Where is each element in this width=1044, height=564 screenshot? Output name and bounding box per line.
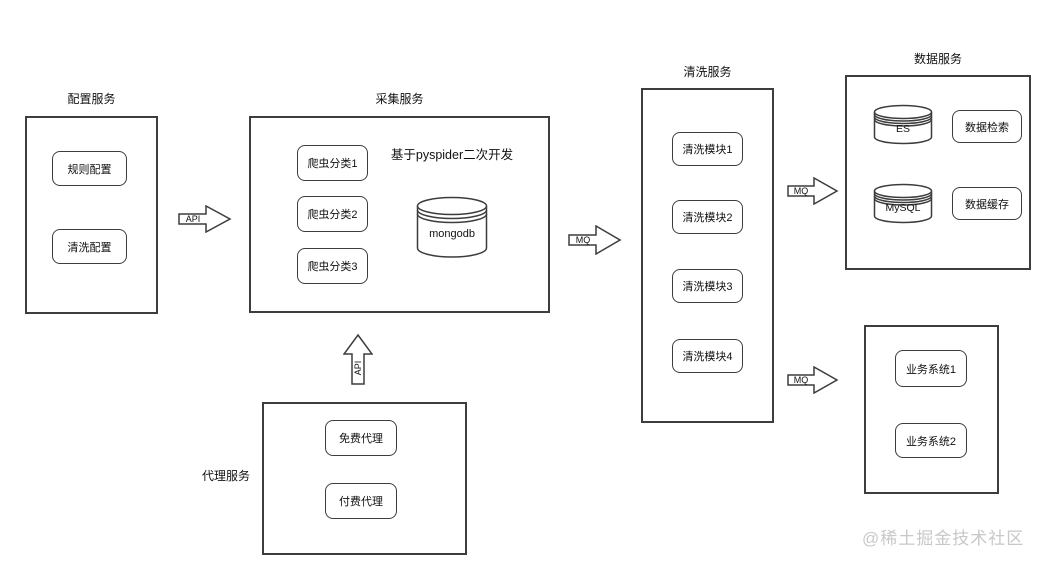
data-service-title: 数据服务 [913,52,962,66]
mq-arrow-clean-to-data: MQ [787,177,839,205]
node-spider-category-3: 爬虫分类3 [297,248,368,284]
config-service-box [25,116,158,314]
node-paid-proxy: 付费代理 [325,483,397,519]
mongodb-cylinder-icon: mongodb [416,196,488,258]
mq-arrow-label: MQ [794,186,809,196]
node-clean-module-4: 清洗模块4 [672,339,743,373]
clean-service-title: 清洗服务 [683,65,732,79]
juejin-watermark: @稀土掘金技术社区 [862,529,1025,548]
api-arrow-label: API [353,361,363,376]
node-clean-module-3: 清洗模块3 [672,269,743,303]
collect-service-note: 基于pyspider二次开发 [390,148,514,162]
node-spider-category-2: 爬虫分类2 [297,196,368,232]
node-spider-category-1: 爬虫分类1 [297,145,368,181]
mq-arrow-clean-to-business: MQ [787,366,839,394]
es-cylinder-icon: ES [873,104,933,145]
node-business-system-1: 业务系统1 [895,350,967,387]
node-data-cache: 数据缓存 [952,187,1022,220]
proxy-service-title: 代理服务 [202,469,251,483]
node-clean-module-2: 清洗模块2 [672,200,743,234]
collect-service-title: 采集服务 [375,92,424,106]
mq-arrow-collect-to-clean: MQ [568,225,622,255]
node-data-search: 数据检索 [952,110,1022,143]
api-arrow-config-to-collect: API [178,205,232,233]
mysql-cylinder-icon: MySQL [873,183,933,224]
node-clean-config: 清洗配置 [52,229,127,264]
config-service-title: 配置服务 [67,92,116,106]
es-label: ES [896,123,910,135]
node-free-proxy: 免费代理 [325,420,397,456]
mq-arrow-label: MQ [794,375,809,385]
mongodb-label: mongodb [429,228,475,240]
mq-arrow-label: MQ [576,235,591,245]
data-service-box [845,75,1031,270]
node-clean-module-1: 清洗模块1 [672,132,743,166]
api-arrow-label: API [186,214,201,224]
node-rule-config: 规则配置 [52,151,127,186]
api-arrow-proxy-to-collect: API [343,334,373,385]
node-business-system-2: 业务系统2 [895,423,967,458]
mysql-label: MySQL [885,202,920,214]
